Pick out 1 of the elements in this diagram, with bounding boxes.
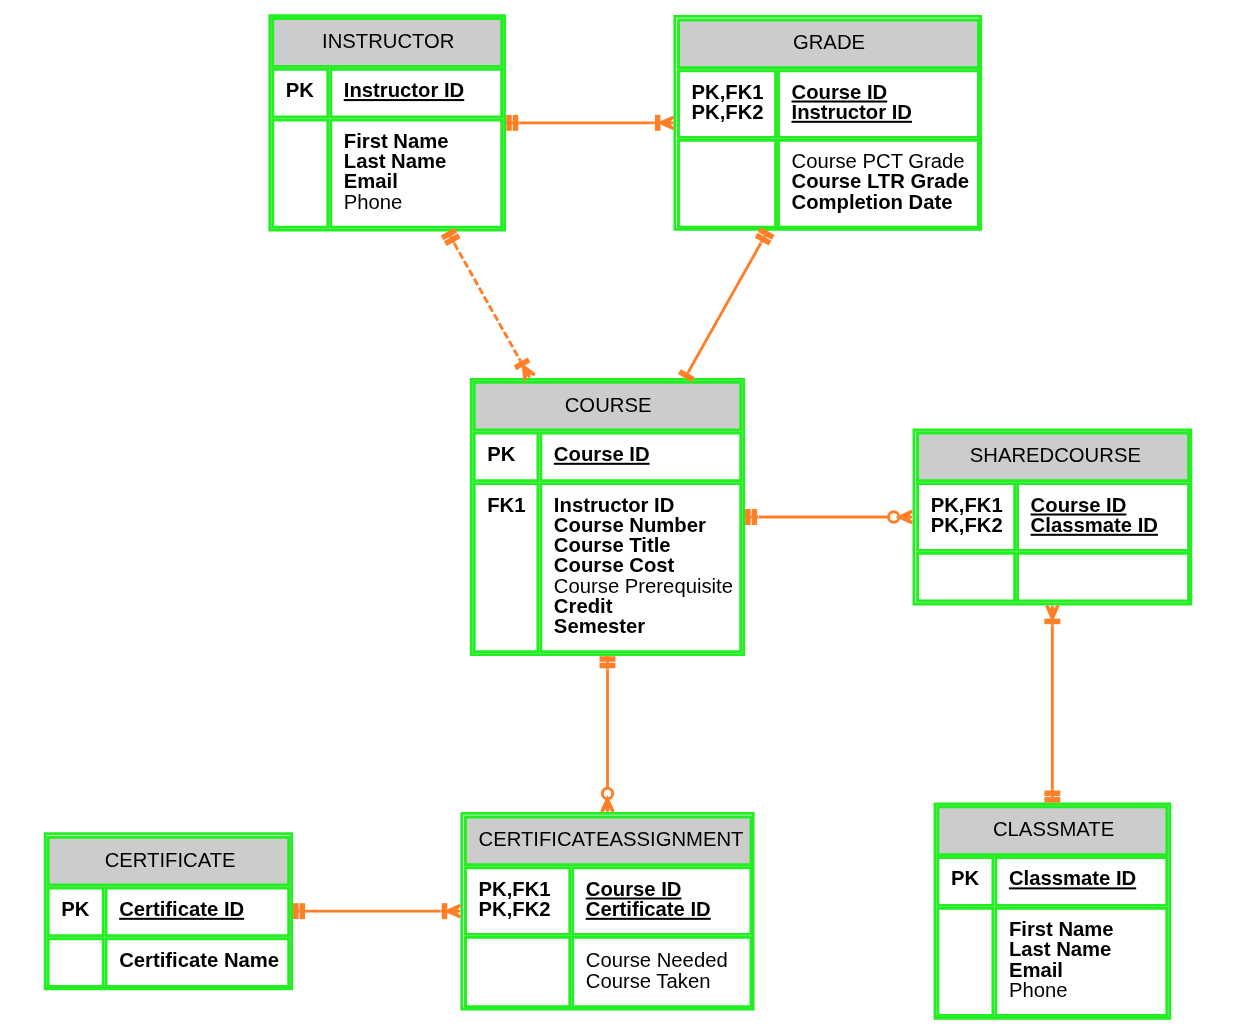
connector: [440, 227, 537, 382]
